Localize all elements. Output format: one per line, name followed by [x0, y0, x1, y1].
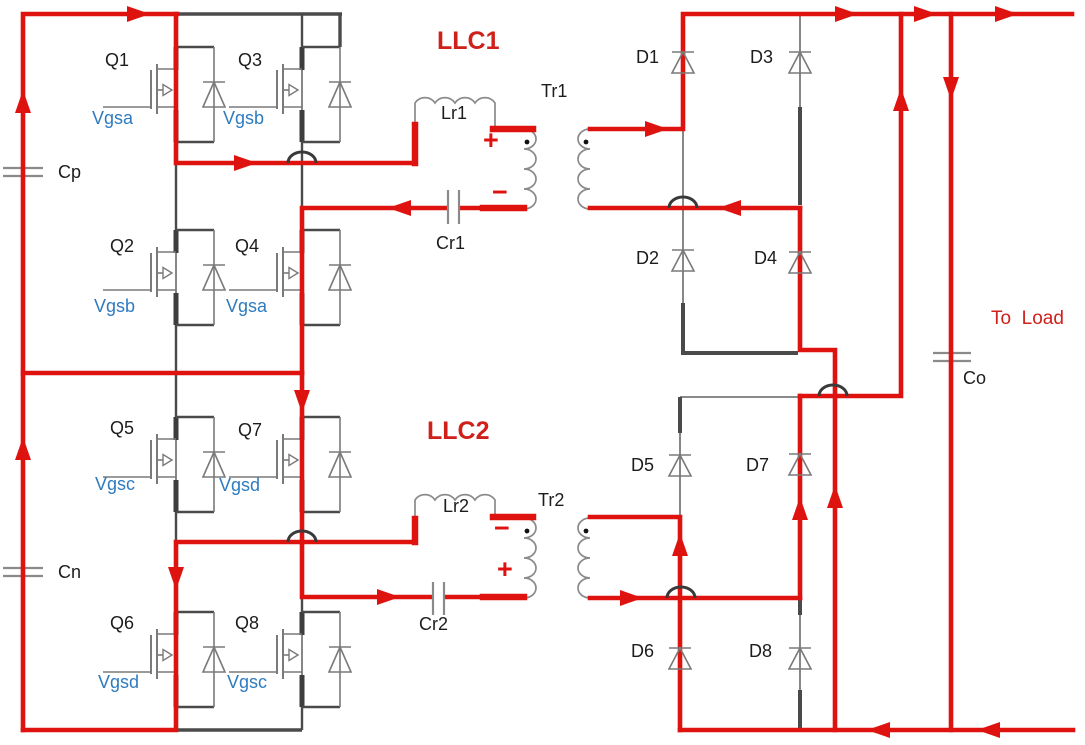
label-vgs-q5: Vgsc — [95, 474, 136, 494]
label-d3: D3 — [750, 47, 774, 67]
label-q8: Q8 — [235, 613, 260, 633]
label-vgs-q7: Vgsd — [219, 475, 261, 495]
label-q1: Q1 — [105, 50, 130, 70]
label-llc1: LLC1 — [437, 27, 500, 55]
label-tr1: Tr1 — [541, 81, 568, 101]
label-vgs-q2: Vgsb — [94, 296, 136, 316]
current-path — [20, 11, 1076, 733]
label-cr2: Cr2 — [419, 614, 449, 634]
transformer-tr1 — [523, 128, 591, 210]
transformer-tr2 — [523, 517, 591, 599]
label-cp: Cp — [58, 162, 82, 182]
inductor-lr2 — [414, 493, 496, 519]
label-d1: D1 — [636, 47, 660, 67]
wire-hops — [286, 150, 849, 599]
capacitor-cr2 — [431, 582, 446, 615]
label-tr2: Tr2 — [538, 490, 565, 510]
label-q4: Q4 — [235, 236, 260, 256]
label-q5: Q5 — [110, 418, 135, 438]
label-lr1: Lr1 — [441, 103, 468, 123]
label-q7: Q7 — [238, 420, 263, 440]
label-minus1: − — [492, 177, 508, 207]
label-vgs-q1: Vgsa — [92, 108, 134, 128]
label-plus1: + — [483, 125, 499, 155]
label-d7: D7 — [746, 455, 770, 475]
label-d5: D5 — [631, 455, 655, 475]
capacitor-cr1 — [446, 190, 461, 224]
label-co: Co — [963, 368, 987, 388]
label-q6: Q6 — [110, 613, 135, 633]
label-d2: D2 — [636, 248, 660, 268]
label-to-load: To Load — [991, 308, 1064, 329]
label-minus2: − — [494, 513, 510, 543]
label-vgs-q8: Vgsc — [227, 672, 268, 692]
label-q2: Q2 — [110, 236, 135, 256]
label-cn: Cn — [58, 562, 82, 582]
rectifier-diodes — [668, 51, 812, 670]
label-q3: Q3 — [238, 50, 263, 70]
label-cr1: Cr1 — [436, 233, 466, 253]
current-arrows — [15, 6, 1018, 738]
label-vgs-q6: Vgsd — [98, 672, 140, 692]
label-vgs-q3: Vgsb — [223, 108, 265, 128]
label-d6: D6 — [631, 641, 655, 661]
label-vgs-q4: Vgsa — [226, 296, 268, 316]
label-llc2: LLC2 — [427, 417, 490, 445]
label-lr2: Lr2 — [443, 496, 470, 516]
label-d8: D8 — [749, 641, 773, 661]
label-plus2: + — [497, 554, 513, 584]
mosfets — [103, 47, 351, 707]
label-d4: D4 — [754, 248, 778, 268]
inductor-lr1 — [414, 96, 496, 127]
